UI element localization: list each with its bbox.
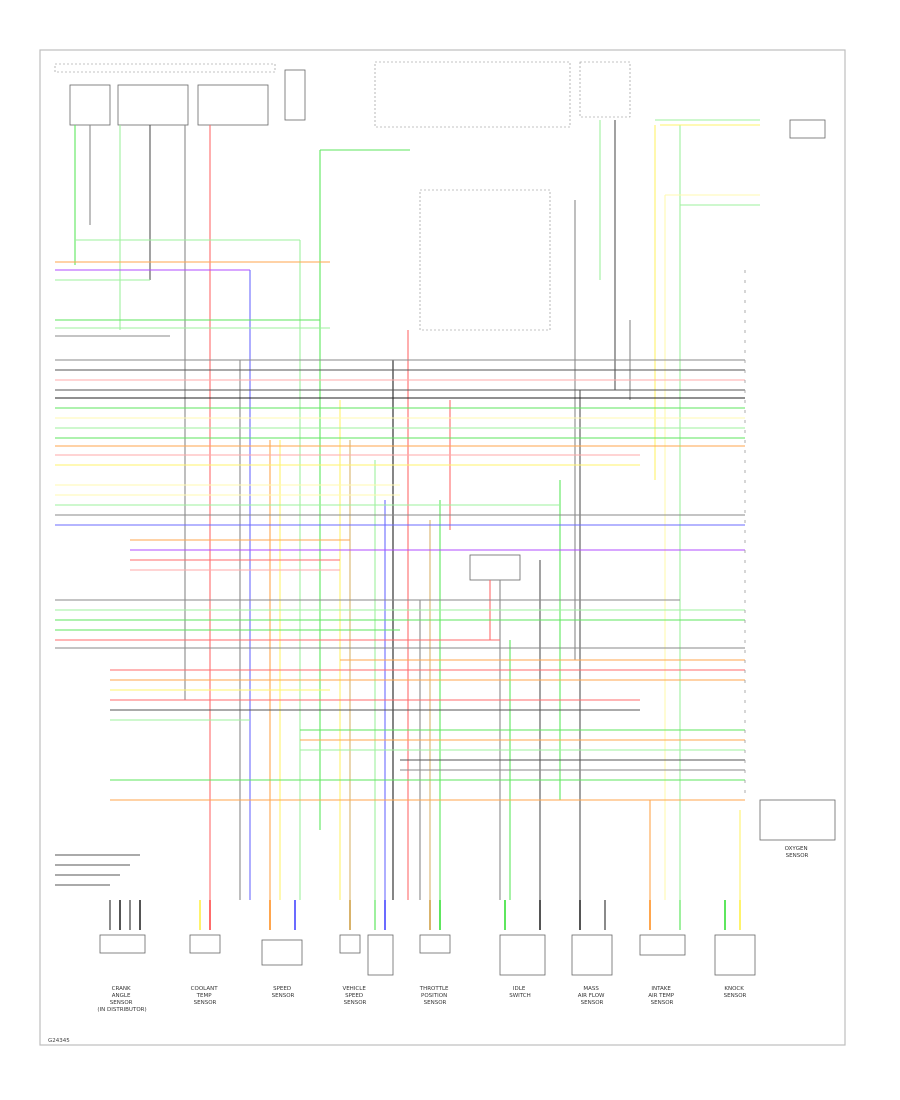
component-label-speed-sensor: SPEED SENSOR	[272, 986, 295, 999]
component-label-oxygen-sensor: OXYGEN SENSOR	[785, 846, 810, 859]
component-label-throttle-position-sensor: THROTTLE POSITION SENSOR	[419, 986, 451, 1006]
component-label-coolant-temp-sensor: COOLANT TEMP SENSOR	[191, 986, 220, 1006]
component-label-mass-air-flow-sensor: MASS AIR FLOW SENSOR	[578, 986, 607, 1006]
bottom-component-boxes	[99, 934, 756, 976]
component-label-idle-switch: IDLE SWITCH	[509, 986, 531, 999]
component-label-crank-angle-sensor: CRANK ANGLE SENSOR (IN DISTRIBUTOR)	[97, 986, 146, 1013]
component-label-vehicle-speed-sensor: VEHICLE SPEED SENSOR	[342, 986, 367, 1006]
component-labels: CRANK ANGLE SENSOR (IN DISTRIBUTOR) COOL…	[97, 846, 810, 1013]
top-components	[54, 61, 836, 841]
bottom-connectors	[109, 900, 741, 930]
component-label-intake-air-temp-sensor: INTAKE AIR TEMP SENSOR	[648, 986, 676, 1006]
wires-vertical	[74, 120, 741, 900]
diagram-frame	[39, 49, 846, 1046]
wires-horizontal	[55, 119, 760, 886]
figure-id: G24345	[48, 1038, 70, 1044]
component-label-knock-sensor: KNOCK SENSOR	[724, 986, 747, 999]
